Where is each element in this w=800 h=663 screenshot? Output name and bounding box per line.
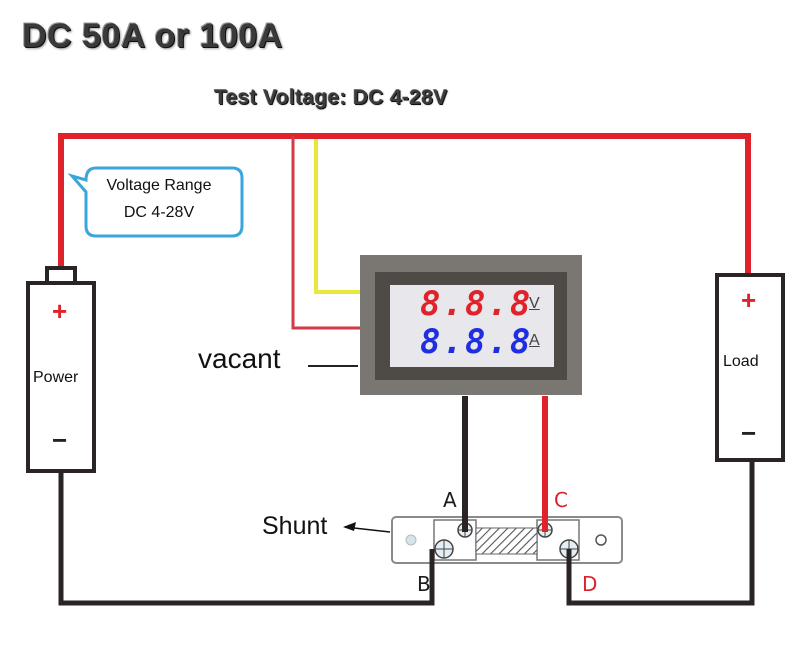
terminal-d-label: D (582, 572, 598, 596)
meter-power-wire (291, 136, 360, 330)
current-readout: 8.8.8 (420, 322, 533, 362)
load-box (715, 273, 785, 462)
voltage-range-callout-text: Voltage Range DC 4-28V (84, 172, 234, 226)
meter-screen (390, 285, 554, 367)
shunt-resistor-element (475, 527, 538, 555)
callout-line-2: DC 4-28V (123, 204, 195, 221)
power-label: Power (33, 369, 79, 386)
load-minus-sign: − (741, 418, 757, 448)
shunt-screw-b (434, 539, 454, 559)
power-terminal-cap (45, 266, 77, 285)
positive-wire-main (58, 133, 751, 275)
terminal-a-label: A (443, 488, 457, 512)
terminal-c-label: C (554, 488, 568, 512)
current-unit-label: A (529, 332, 540, 349)
shunt-mount-hole-right (595, 534, 607, 546)
load-plus-sign: + (741, 285, 757, 315)
vacant-label: vacant (198, 343, 281, 374)
voltage-unit-label: V (529, 295, 540, 312)
shunt-mount-hole-left (405, 534, 417, 546)
diagram-title: DC 50A or 100A (22, 17, 283, 55)
callout-line-1: Voltage Range (106, 177, 212, 194)
test-voltage-subtitle: Test Voltage: DC 4-28V (214, 86, 448, 109)
negative-wire-left (58, 471, 435, 606)
power-plus-sign: + (52, 296, 68, 326)
terminal-b-label: B (417, 572, 431, 596)
meter-signal-wire (314, 139, 360, 294)
voltage-range-callout (67, 166, 244, 238)
voltage-readout: 8.8.8 (420, 284, 533, 324)
power-minus-sign: − (52, 425, 68, 455)
load-label: Load (723, 353, 759, 370)
shunt-pointer-arrowhead (343, 522, 356, 531)
shunt-label: Shunt (262, 512, 328, 540)
